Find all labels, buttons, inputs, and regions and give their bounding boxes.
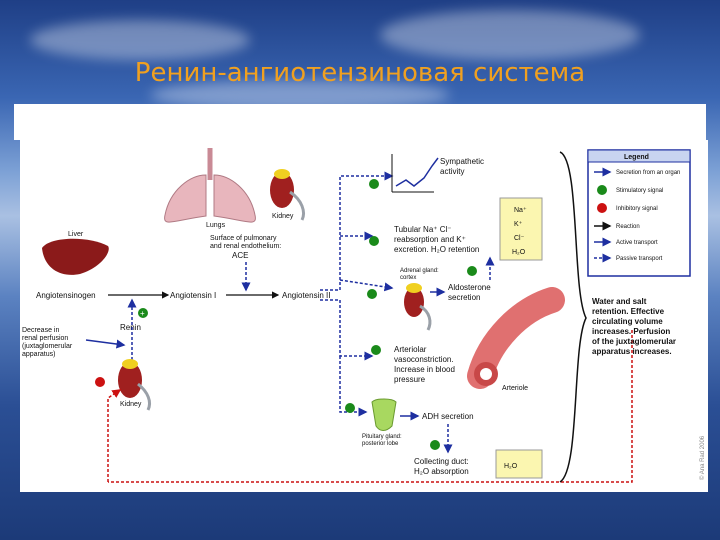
decrease-arrow [85, 339, 126, 349]
stimulatory-icon [430, 440, 440, 450]
water-line-4: increases. Perfusion [592, 327, 670, 336]
water-line-6: apparatus increases. [592, 347, 672, 356]
branch-pituitary [339, 356, 368, 417]
collecting-line-2: H₂O absorption [414, 467, 469, 476]
diagram-svg: Lungs Kidney Surface of pulmonary and re… [22, 148, 706, 483]
cloud [30, 20, 250, 60]
cloud [380, 10, 640, 60]
adh-label: ADH secretion [422, 412, 474, 421]
legend-stimulatory: Stimulatory signal [616, 188, 663, 194]
sympathetic-graph-icon [391, 154, 439, 193]
branch-adrenal [339, 279, 394, 292]
diagram-panel: Lungs Kidney Surface of pulmonary and re… [20, 140, 708, 492]
stimulatory-icon [369, 236, 379, 246]
copyright: © Ana Rad 2006 [699, 435, 706, 480]
water-line-2: retention. Effective [592, 307, 665, 316]
legend-title: Legend [624, 154, 649, 161]
liver-label: Liver [68, 231, 84, 238]
kidney-bottom-label: Kidney [120, 401, 142, 408]
legend-inhibitory: Inhibitory signal [616, 206, 658, 212]
duct-box [495, 449, 543, 479]
inhibitory-icon [95, 377, 105, 387]
adrenal-kidney-icon [404, 283, 432, 331]
kidney-top-icon [270, 169, 305, 221]
pituitary-line-1: Pituitary gland: [362, 434, 402, 440]
arteriolar-line-2: vasoconstriction. [394, 355, 454, 364]
stimulatory-icon [345, 403, 355, 413]
angiotensin1-label: Angiotensin I [170, 291, 216, 300]
sympathetic-line-1: Sympathetic [440, 157, 484, 166]
aldosterone-line-2: secretion [448, 293, 480, 302]
water-line-3: circulating volume [592, 317, 663, 326]
legend-reaction: Reaction [616, 224, 640, 230]
stimulatory-icon [138, 308, 148, 318]
slide-title: Ренин-ангиотензиновая система [134, 58, 586, 88]
duct-ion: H₂O [504, 463, 518, 470]
renin-label: Renin [120, 323, 141, 332]
angiotensinogen-label: Angiotensinogen [36, 291, 96, 300]
ion-na: Na⁺ [514, 207, 527, 214]
legend: Legend Secretion from an organ Stimulato… [587, 149, 691, 277]
brace [559, 151, 587, 483]
adrenal-line-1: Adrenal gland: [400, 268, 439, 274]
arteriole-icon [467, 287, 565, 389]
lungs-label: Lungs [206, 222, 226, 229]
collecting-line-1: Collecting duct: [414, 457, 469, 466]
ion-channel-box [499, 197, 543, 261]
decrease-line-4: apparatus) [22, 351, 55, 358]
stimulatory-icon [467, 266, 477, 276]
feedback-arrow-up [107, 389, 122, 482]
sympathetic-line-2: activity [440, 167, 464, 176]
legend-passive: Passive transport [616, 256, 663, 262]
legend-secretion: Secretion from an organ [616, 170, 680, 176]
surface-line-2: and renal endothelium: [210, 243, 281, 250]
surface-line-1: Surface of pulmonary [210, 235, 277, 242]
svg-text:+: + [140, 309, 145, 318]
aldosterone-line-1: Aldosterone [448, 283, 491, 292]
legend-active: Active transport [616, 240, 658, 246]
stimulatory-icon [367, 289, 377, 299]
ion-h2o: H₂O [512, 249, 526, 256]
arteriole-label: Arteriole [502, 385, 528, 392]
branch-arteriolar [320, 299, 374, 361]
ion-k: K⁺ [514, 221, 523, 228]
feedback-arrow-bottom [108, 330, 633, 483]
stimulatory-icon [369, 179, 379, 189]
header-strip [14, 104, 706, 140]
tubular-line-3: excretion. H₂O retention [394, 245, 479, 254]
liver-icon [42, 238, 109, 275]
ion-cl: Cl⁻ [514, 235, 525, 242]
angiotensin2-label: Angiotensin II [282, 291, 330, 300]
branch-sympathetic [320, 171, 394, 291]
decrease-line-3: (juxtaglomerular [22, 343, 73, 350]
water-line-1: Water and salt [592, 297, 647, 306]
pituitary-icon [371, 398, 397, 431]
lungs-icon [164, 148, 256, 223]
tubular-line-1: Tubular Na⁺ Cl⁻ [394, 225, 452, 234]
adrenal-line-2: cortex [400, 275, 416, 281]
stimulatory-icon [371, 345, 381, 355]
water-line-5: of the juxtaglomerular [592, 337, 676, 346]
kidney-top-label: Kidney [272, 213, 294, 220]
arteriolar-line-4: pressure [394, 375, 426, 384]
decrease-line-1: Decrease in [22, 327, 59, 334]
ace-label: ACE [232, 251, 248, 260]
arteriolar-line-1: Arteriolar [394, 345, 427, 354]
arteriolar-line-3: Increase in blood [394, 365, 455, 374]
pituitary-line-2: posterior lobe [362, 441, 399, 447]
decrease-line-2: renal perfusion [22, 335, 68, 342]
tubular-line-2: reabsorption and K⁺ [394, 235, 466, 244]
kidney-bottom-icon [118, 359, 152, 411]
